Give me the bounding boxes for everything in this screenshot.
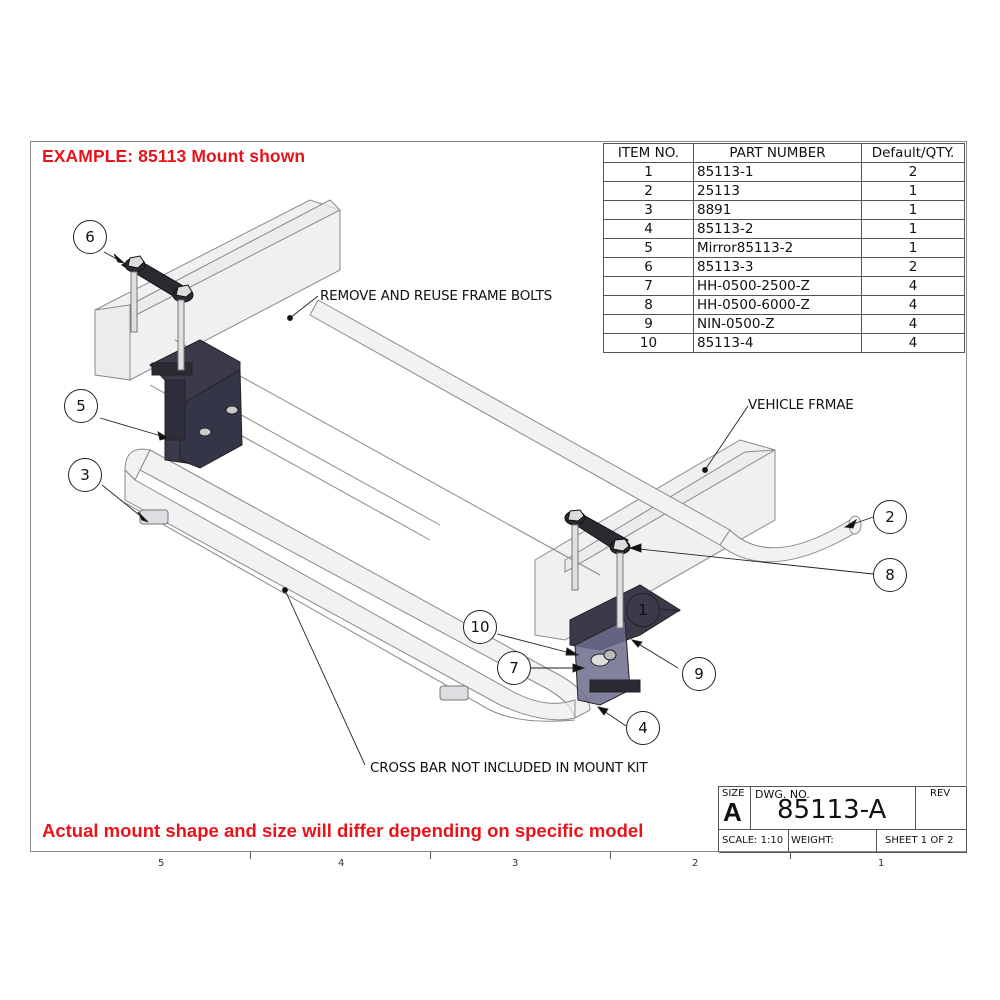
item-no: 7 <box>603 276 694 296</box>
part-number: 85113-1 <box>693 162 862 182</box>
balloon-item-10: 10 <box>463 610 497 644</box>
dwg-no-label: DWG. NO. <box>755 788 810 801</box>
item-no: 10 <box>603 333 694 353</box>
part-number: 85113-4 <box>693 333 862 353</box>
zone-number: 1 <box>878 858 885 869</box>
scale-cell: SCALE: 1:10 <box>719 830 789 853</box>
part-number: HH-0500-6000-Z <box>693 295 862 315</box>
rev-cell: REV <box>916 787 967 830</box>
part-number: 85113-2 <box>693 219 862 239</box>
qty: 1 <box>861 238 965 258</box>
annotation-vehicle-frame: VEHICLE FRMAE <box>748 397 854 413</box>
zone-tick <box>430 852 431 859</box>
column-header-item-no: ITEM NO. <box>603 143 694 163</box>
title-block: SIZE A DWG. NO. 85113-A REV SCALE: 1:10 … <box>718 786 967 853</box>
balloon-item-6: 6 <box>73 220 107 254</box>
balloon-item-5: 5 <box>64 389 98 423</box>
annotation-cross-bar: CROSS BAR NOT INCLUDED IN MOUNT KIT <box>370 760 648 776</box>
balloon-item-4: 4 <box>626 711 660 745</box>
item-no: 4 <box>603 219 694 239</box>
balloon-item-7: 7 <box>497 651 531 685</box>
part-number: HH-0500-2500-Z <box>693 276 862 296</box>
balloon-item-1: 1 <box>626 593 660 627</box>
tube-part-2 <box>309 299 862 563</box>
zone-number: 4 <box>338 858 345 869</box>
example-title: EXAMPLE: 85113 Mount shown <box>42 146 306 166</box>
drawing-sheet-border <box>30 141 967 852</box>
zone-number: 2 <box>692 858 699 869</box>
bom-header-row: ITEM NO. PART NUMBER Default/QTY. <box>603 143 965 163</box>
dwg-no-value: 85113-A <box>777 795 887 825</box>
qty: 4 <box>861 276 965 296</box>
qty: 1 <box>861 219 965 239</box>
qty: 4 <box>861 333 965 353</box>
item-no: 5 <box>603 238 694 258</box>
column-header-part-number: PART NUMBER <box>693 143 862 163</box>
qty: 2 <box>861 162 965 182</box>
column-header-qty: Default/QTY. <box>861 143 965 163</box>
weight-label: WEIGHT: <box>791 835 834 846</box>
bracket-left <box>149 339 243 469</box>
size-cell: SIZE A <box>719 787 751 830</box>
dwg-no-cell: DWG. NO. 85113-A <box>751 787 916 830</box>
part-number: 8891 <box>693 200 862 220</box>
sheet-cell: SHEET 1 OF 2 <box>877 830 967 853</box>
qty: 4 <box>861 314 965 334</box>
zone-tick <box>610 852 611 859</box>
size-label: SIZE <box>722 788 745 799</box>
part-number: NIN-0500-Z <box>693 314 862 334</box>
qty: 4 <box>861 295 965 315</box>
footer-disclaimer: Actual mount shape and size will differ … <box>42 820 644 841</box>
sheet-value: SHEET 1 OF 2 <box>885 835 954 846</box>
qty: 1 <box>861 200 965 220</box>
zone-tick <box>790 852 791 859</box>
cross-bar <box>119 339 601 722</box>
scale-value: SCALE: 1:10 <box>722 835 784 846</box>
weight-cell: WEIGHT: <box>789 830 877 853</box>
zone-tick <box>250 852 251 859</box>
part-number: Mirror85113-2 <box>693 238 862 258</box>
item-no: 3 <box>603 200 694 220</box>
qty: 1 <box>861 181 965 201</box>
item-no: 1 <box>603 162 694 182</box>
size-value: A <box>723 797 742 827</box>
annotation-frame-bolts: REMOVE AND REUSE FRAME BOLTS <box>320 288 553 304</box>
item-no: 2 <box>603 181 694 201</box>
item-no: 9 <box>603 314 694 334</box>
balloon-item-2: 2 <box>873 500 907 534</box>
qty: 2 <box>861 257 965 277</box>
part-number: 85113-3 <box>693 257 862 277</box>
zone-number: 5 <box>158 858 165 869</box>
zone-number: 3 <box>512 858 519 869</box>
balloon-item-3: 3 <box>68 458 102 492</box>
clamp-plate-right <box>563 509 631 629</box>
balloon-item-8: 8 <box>873 558 907 592</box>
item-no: 6 <box>603 257 694 277</box>
rev-label: REV <box>930 788 951 799</box>
clamp-plate-left <box>120 255 194 371</box>
part-number: 25113 <box>693 181 862 201</box>
balloon-item-9: 9 <box>682 657 716 691</box>
leader-lines <box>99 251 874 766</box>
item-no: 8 <box>603 295 694 315</box>
